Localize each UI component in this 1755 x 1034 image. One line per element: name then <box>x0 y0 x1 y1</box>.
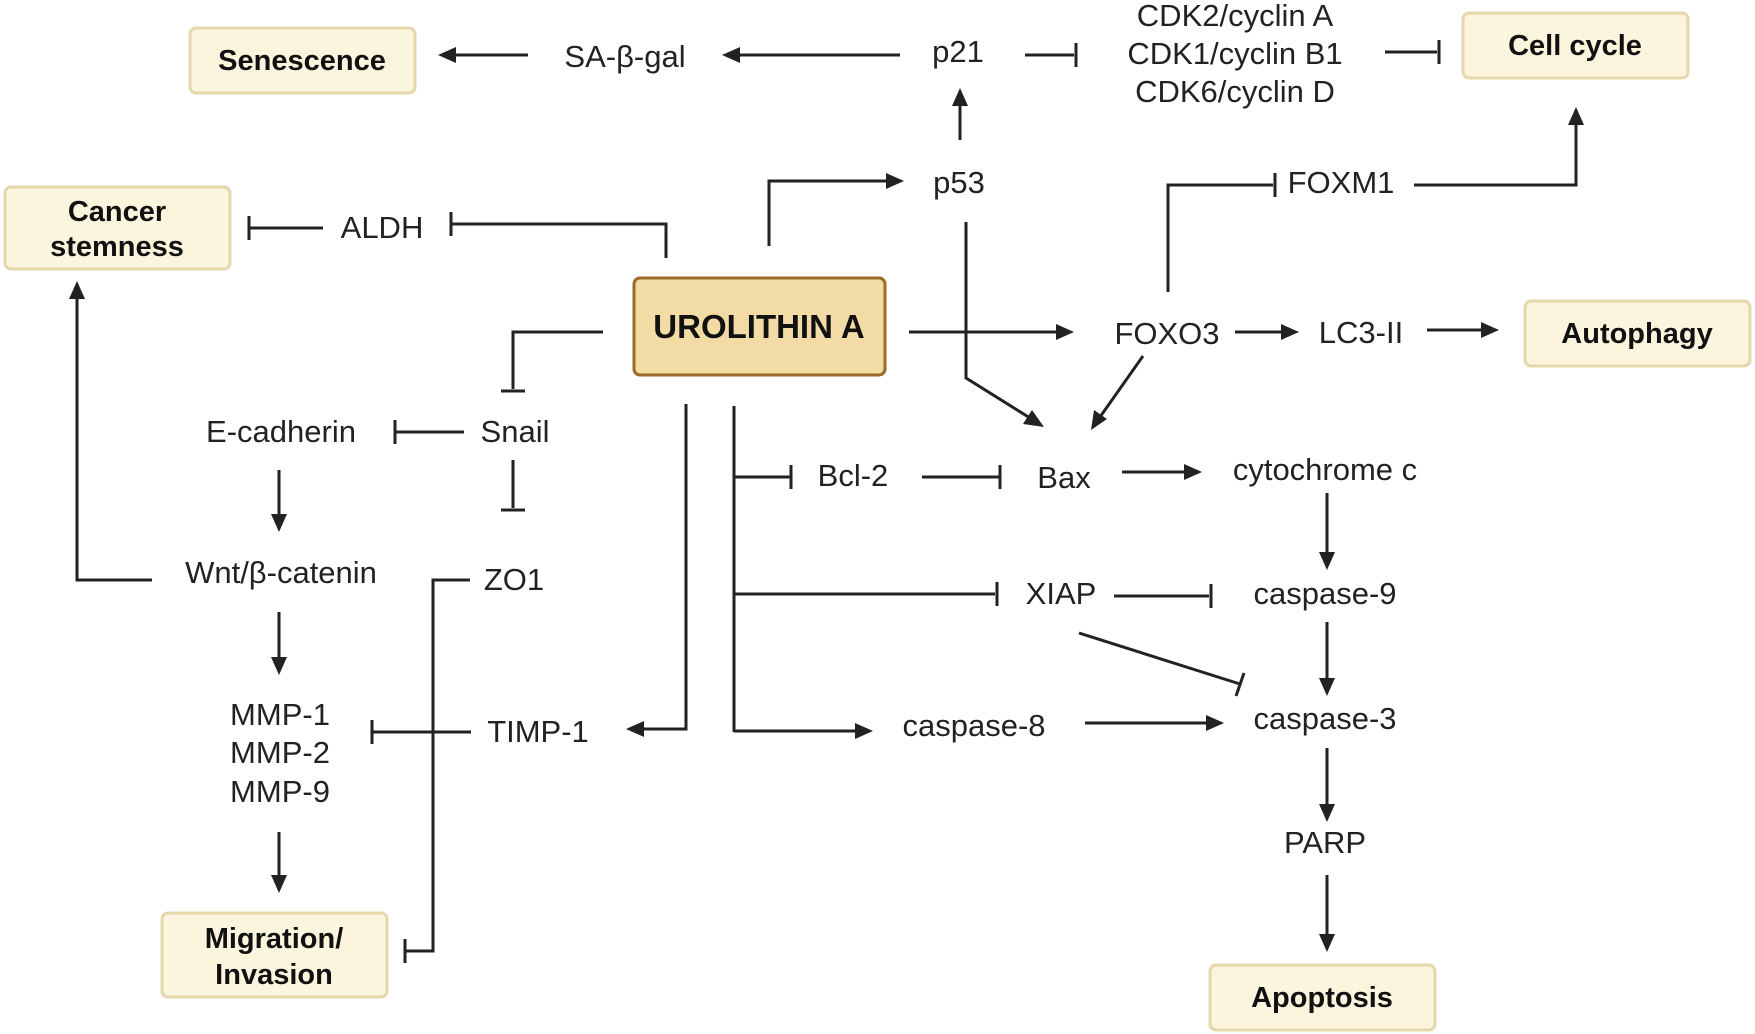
edge-foxo3-inhibits-foxm1 <box>1166 183 1273 292</box>
cancer-stemness-label-line1: Cancer <box>68 196 166 228</box>
arrowhead-sa-b-gal <box>722 47 740 63</box>
arrowhead-bax-from-p53 <box>1023 410 1044 427</box>
arrowhead-caspase3-from-caspase9 <box>1319 678 1335 696</box>
edges <box>69 40 1584 963</box>
center-node: UROLITHIN A <box>632 276 887 377</box>
center-label: UROLITHIN A <box>653 308 864 345</box>
edge-ua-to-timp1 <box>643 404 688 731</box>
node-mmp-1: MMP-1 <box>230 697 330 732</box>
node-zo1: ZO1 <box>484 562 544 597</box>
outcome-apoptosis: Apoptosis <box>1208 963 1437 1032</box>
arrowhead-caspase8 <box>855 723 873 739</box>
edge-ua-inhibits-snail <box>511 330 603 389</box>
edge-ua-inhibits-aldh <box>451 222 668 258</box>
node-p53: p53 <box>933 165 985 200</box>
arrowhead-cytochrome-c <box>1184 464 1202 480</box>
outcome-senescence: Senescence <box>188 26 417 95</box>
cell-cycle-label: Cell cycle <box>1508 30 1642 62</box>
arrowhead-p53 <box>886 173 904 189</box>
node-lc3-ii: LC3-II <box>1319 315 1403 350</box>
outcome-autophagy: Autophagy <box>1523 299 1752 368</box>
node-labels: SA-β-gal p21 CDK2/cyclin A CDK1/cyclin B… <box>185 0 1417 860</box>
node-cdk6-cyclin-d: CDK6/cyclin D <box>1135 74 1335 109</box>
outcome-cancer-stemness: Cancer stemness <box>3 185 232 271</box>
arrowhead-caspase9 <box>1319 552 1335 570</box>
arrowhead-apoptosis <box>1319 934 1335 952</box>
node-cdk1-cyclin-b1: CDK1/cyclin B1 <box>1127 36 1342 71</box>
node-caspase-8: caspase-8 <box>902 708 1045 743</box>
node-sa-b-gal: SA-β-gal <box>564 39 685 74</box>
arrowhead-bax-from-foxo3 <box>1091 410 1107 430</box>
outcome-cell-cycle: Cell cycle <box>1461 11 1690 80</box>
node-caspase-3: caspase-3 <box>1253 701 1396 736</box>
edge-wnt-to-stemness <box>75 298 152 582</box>
arrowhead-autophagy <box>1481 322 1499 338</box>
arrowhead-migration <box>271 875 287 893</box>
node-aldh: ALDH <box>341 210 424 245</box>
apoptosis-label: Apoptosis <box>1251 982 1393 1014</box>
node-foxm1: FOXM1 <box>1288 165 1395 200</box>
senescence-label: Senescence <box>218 45 386 77</box>
edge-foxo3-to-bax <box>1098 355 1145 418</box>
arrowhead-mmps <box>271 657 287 675</box>
outcome-migration-invasion: Migration/ Invasion <box>160 911 389 999</box>
node-mmp-9: MMP-9 <box>230 774 330 809</box>
autophagy-label: Autophagy <box>1561 318 1712 350</box>
bar-caspase3 <box>1234 672 1246 697</box>
arrowhead-cell-cycle <box>1568 107 1584 125</box>
edge-xiap-inhibits-caspase3 <box>1078 631 1241 686</box>
arrowhead-foxo3 <box>1056 324 1074 340</box>
node-wnt-b-catenin: Wnt/β-catenin <box>185 555 377 590</box>
arrowhead-p21 <box>952 88 968 106</box>
node-cytochrome-c: cytochrome c <box>1233 452 1417 487</box>
node-e-cadherin: E-cadherin <box>206 414 356 449</box>
arrowhead-lc3 <box>1281 324 1299 340</box>
arrowhead-parp <box>1319 804 1335 822</box>
arrowhead-wnt <box>271 514 287 532</box>
node-foxo3: FOXO3 <box>1114 316 1219 351</box>
node-cdk2-cyclin-a: CDK2/cyclin A <box>1137 0 1334 33</box>
node-caspase-9: caspase-9 <box>1253 576 1396 611</box>
node-bax: Bax <box>1037 460 1091 495</box>
edge-foxm1-to-cell-cycle <box>1414 124 1578 187</box>
edge-zo1-inhibits-migration <box>405 578 470 953</box>
arrowhead-timp1 <box>626 721 644 737</box>
node-p21: p21 <box>932 34 984 69</box>
arrowhead-caspase3-from-caspase8 <box>1206 715 1224 731</box>
node-bcl-2: Bcl-2 <box>818 458 889 493</box>
node-parp: PARP <box>1284 825 1366 860</box>
migration-label-line2: Invasion <box>215 959 333 991</box>
migration-label-line1: Migration/ <box>205 923 344 955</box>
node-timp-1: TIMP-1 <box>487 714 589 749</box>
arrowhead-stemness <box>69 281 85 299</box>
edge-ua-to-p53 <box>767 179 888 246</box>
edge-p53-to-bax <box>964 222 1031 420</box>
node-xiap: XIAP <box>1026 576 1097 611</box>
node-mmp-2: MMP-2 <box>230 735 330 770</box>
node-snail: Snail <box>481 414 550 449</box>
arrowhead-senescence <box>438 47 456 63</box>
cancer-stemness-label-line2: stemness <box>50 231 184 263</box>
